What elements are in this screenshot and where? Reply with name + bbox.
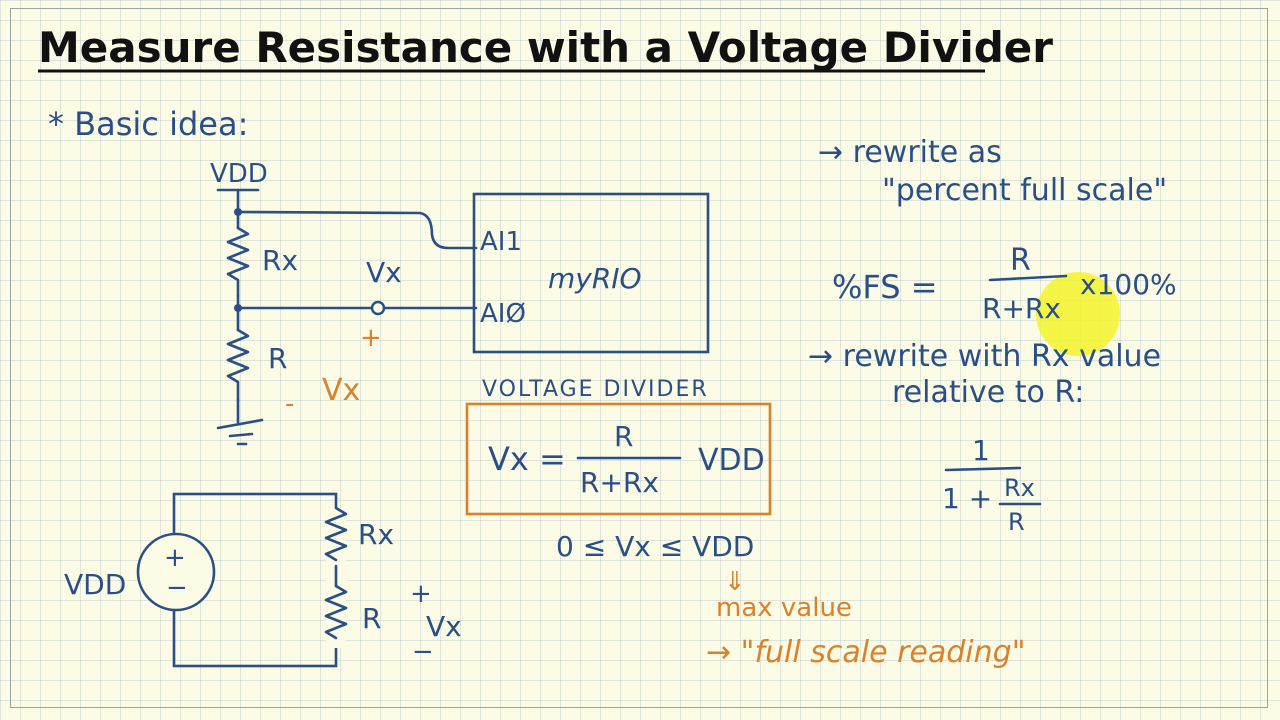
fs-numerator: R bbox=[1010, 243, 1031, 278]
fs-fraction-bar bbox=[988, 274, 1068, 282]
vdd-label: VDD bbox=[210, 159, 268, 189]
source-vdd-label: VDD bbox=[64, 568, 126, 601]
series-circuit: + − VDD Rx R + Vx − bbox=[64, 492, 462, 668]
ai0-label: AIØ bbox=[480, 299, 526, 329]
lower-rx-resistor bbox=[324, 506, 348, 562]
wire-to-ai1 bbox=[236, 210, 478, 250]
source-minus: − bbox=[166, 573, 188, 603]
voltage-source bbox=[136, 532, 216, 612]
rewrite-note-4: relative to R: bbox=[892, 375, 1084, 410]
lower-vx-minus: − bbox=[412, 637, 434, 667]
myrio-label: myRIO bbox=[548, 262, 642, 295]
rewrite-note-1: → rewrite as bbox=[818, 135, 1002, 170]
range-inequality: 0 ≤ Vx ≤ VDD bbox=[556, 530, 754, 563]
down-arrow: ⇓ bbox=[724, 567, 746, 597]
formula-rhs: VDD bbox=[698, 443, 765, 478]
fs-lhs: %FS = bbox=[832, 268, 938, 306]
formula-box bbox=[465, 402, 772, 516]
ratio-numerator: 1 bbox=[972, 434, 990, 467]
rx-resistor bbox=[226, 226, 250, 298]
slide-frame bbox=[10, 8, 1268, 708]
lower-rx-label: Rx bbox=[358, 518, 394, 551]
ratio-fraction-bar bbox=[944, 466, 1022, 472]
max-value-label: max value bbox=[716, 593, 852, 623]
vx-node-label: Vx bbox=[366, 256, 402, 289]
rewrite-note-3: → rewrite with Rx value bbox=[808, 339, 1161, 374]
lower-vx-plus: + bbox=[410, 579, 432, 609]
lower-r-resistor bbox=[324, 584, 348, 640]
voltage-divider-formula: VOLTAGE DIVIDER Vx = R R+Rx VDD 0 ≤ Vx ≤… bbox=[465, 377, 1026, 670]
ratio-den-numerator: Rx bbox=[1004, 474, 1035, 502]
r-label: R bbox=[268, 342, 287, 375]
divider-heading: VOLTAGE DIVIDER bbox=[482, 377, 709, 402]
right-notes: → rewrite as "percent full scale" %FS = … bbox=[808, 135, 1177, 536]
divider-circuit: VDD Rx Vx R + - Vx AI1 AIØ myRIO bbox=[210, 159, 710, 446]
lower-r-label: R bbox=[362, 602, 381, 635]
vx-plus: + bbox=[360, 323, 382, 353]
formula-lhs: Vx = bbox=[488, 440, 566, 478]
rewrite-note-2: "percent full scale" bbox=[882, 173, 1167, 208]
lower-vx-label: Vx bbox=[426, 610, 462, 643]
rx-label: Rx bbox=[262, 244, 298, 277]
ground-symbol bbox=[228, 432, 254, 438]
source-plus: + bbox=[164, 543, 186, 573]
formula-denominator: R+Rx bbox=[580, 466, 659, 499]
fs-denominator: R+Rx bbox=[982, 292, 1061, 325]
r-resistor bbox=[226, 328, 250, 402]
basic-idea-label: * Basic idea: bbox=[48, 105, 248, 143]
myrio-box bbox=[472, 192, 710, 354]
formula-numerator: R bbox=[614, 420, 633, 453]
ratio-den-denominator: R bbox=[1008, 508, 1025, 536]
ground-symbol bbox=[216, 418, 264, 430]
vx-orange-label: Vx bbox=[322, 373, 360, 408]
ratio-den-prefix: 1 + bbox=[942, 482, 992, 515]
cursor-highlight bbox=[1036, 272, 1120, 356]
vx-minus: - bbox=[285, 389, 294, 419]
ai1-label: AI1 bbox=[480, 227, 522, 257]
full-scale-label: → "full scale reading" bbox=[706, 635, 1026, 670]
vx-terminal bbox=[370, 300, 386, 316]
fs-multiplier: x100% bbox=[1080, 268, 1177, 301]
page-title: Measure Resistance with a Voltage Divide… bbox=[38, 23, 1053, 72]
